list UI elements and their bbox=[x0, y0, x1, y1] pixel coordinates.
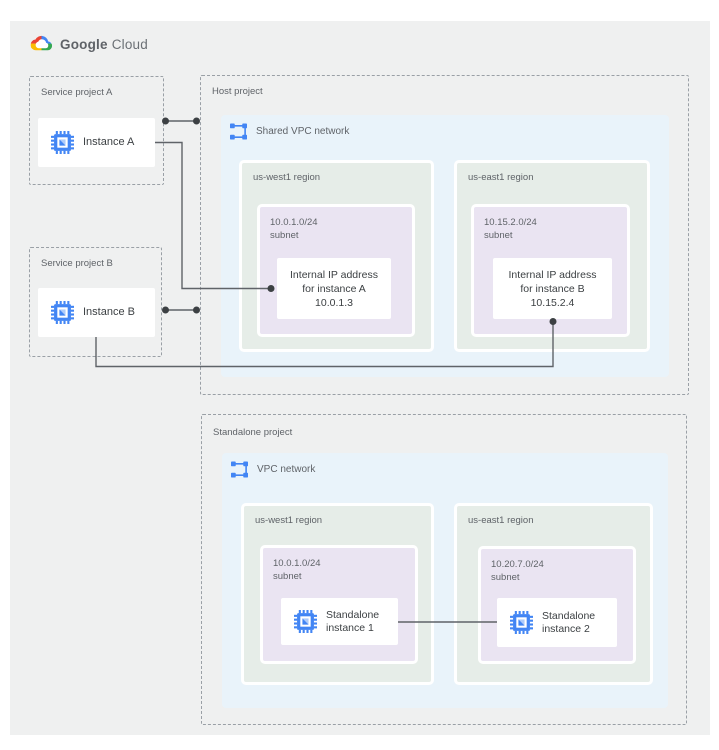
host-us-east1-region-label: us-east1 region bbox=[468, 172, 534, 183]
instance-a-label: Instance A bbox=[83, 136, 135, 148]
standalone-instance-2-label: Standalone instance 2 bbox=[542, 609, 596, 635]
ip-a-line1: Internal IP address bbox=[290, 268, 378, 281]
standalone-us-west1-region-label: us-west1 region bbox=[255, 515, 323, 526]
compute-engine-icon bbox=[294, 610, 317, 633]
vpc-network-icon bbox=[230, 123, 247, 140]
host-us-west1-region-label: us-west1 region bbox=[253, 172, 321, 183]
standalone-instance-2-box: Standalone instance 2 bbox=[497, 598, 617, 647]
standalone-west-subnet-label: 10.0.1.0/24 subnet bbox=[273, 558, 321, 582]
compute-engine-icon bbox=[51, 301, 74, 324]
compute-engine-icon bbox=[510, 611, 533, 634]
vpc-network-icon bbox=[231, 461, 248, 478]
ip-b-line1: Internal IP address bbox=[508, 268, 597, 281]
service-project-b-label: Service project B bbox=[41, 258, 113, 269]
standalone-instance-1-label: Standalone instance 1 bbox=[326, 608, 380, 634]
ip-b-line3: 10.15.2.4 bbox=[530, 296, 575, 309]
service-project-a-label: Service project A bbox=[41, 87, 113, 98]
google-cloud-icon bbox=[30, 35, 53, 51]
instance-b-box: Instance B bbox=[38, 288, 155, 337]
logo-text-cloud: Cloud bbox=[111, 36, 148, 52]
service-project-a-box: Service project A bbox=[29, 76, 164, 185]
shared-vpc-network-label: Shared VPC network bbox=[256, 126, 350, 137]
ip-a-line3: 10.0.1.3 bbox=[315, 296, 353, 309]
standalone-us-east1-region-label: us-east1 region bbox=[468, 515, 534, 526]
ip-b-line2: for instance B bbox=[520, 282, 585, 295]
logo-text-google: Google bbox=[60, 36, 108, 52]
compute-engine-icon bbox=[51, 131, 74, 154]
standalone-east-subnet-label: 10.20.7.0/24 subnet bbox=[491, 559, 544, 583]
instance-a-box: Instance A bbox=[38, 118, 155, 167]
internal-ip-instance-b-box: Internal IP address for instance B 10.15… bbox=[493, 258, 612, 319]
host-project-label: Host project bbox=[212, 86, 263, 97]
internal-ip-instance-a-box: Internal IP address for instance A 10.0.… bbox=[277, 258, 391, 319]
ip-a-line2: for instance A bbox=[302, 282, 366, 295]
instance-b-label: Instance B bbox=[83, 306, 135, 318]
host-west-subnet-label: 10.0.1.0/24 subnet bbox=[270, 217, 318, 241]
standalone-instance-1-box: Standalone instance 1 bbox=[281, 598, 398, 645]
standalone-project-label: Standalone project bbox=[213, 427, 293, 438]
vpc-network-label: VPC network bbox=[257, 464, 316, 475]
host-east-subnet-label: 10.15.2.0/24 subnet bbox=[484, 217, 537, 241]
standalone-project-box: Standalone project bbox=[201, 414, 687, 725]
